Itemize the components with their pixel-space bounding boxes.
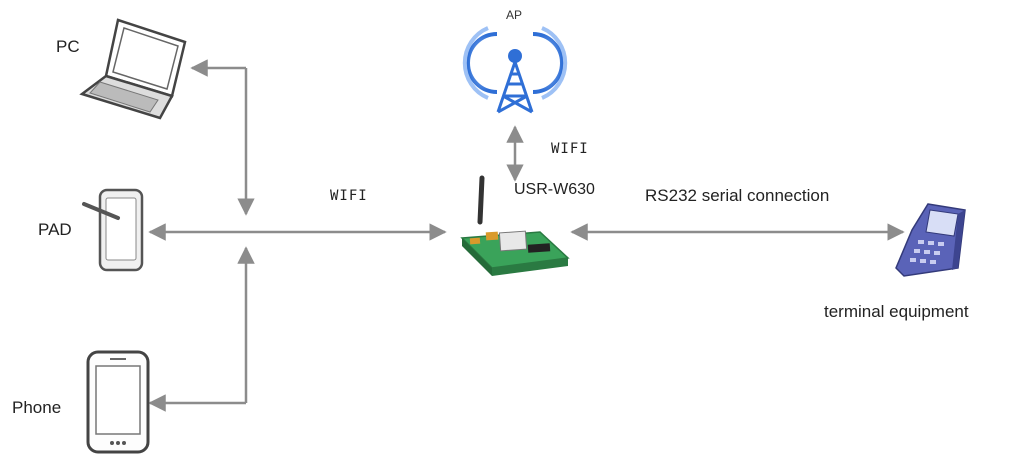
tablet-icon	[82, 188, 144, 272]
serial-connection-label: RS232 serial connection	[645, 186, 830, 205]
wifi-client-label: WIFI	[330, 188, 368, 204]
connector-lines	[148, 59, 905, 412]
antenna-tower-icon	[462, 26, 568, 114]
handheld-terminal-icon	[895, 203, 966, 277]
laptop-icon	[79, 18, 187, 120]
smartphone-icon	[86, 350, 150, 454]
ap-label: AP	[506, 8, 523, 22]
phone-label: Phone	[12, 398, 62, 417]
wifi-ap-label: WIFI	[551, 141, 589, 157]
wifi-module-board-icon	[460, 175, 570, 276]
pad-label: PAD	[38, 220, 72, 239]
module-label: USR-W630	[514, 181, 595, 198]
pc-label: PC	[56, 37, 80, 56]
terminal-equipment-label: terminal equipment	[824, 302, 969, 321]
